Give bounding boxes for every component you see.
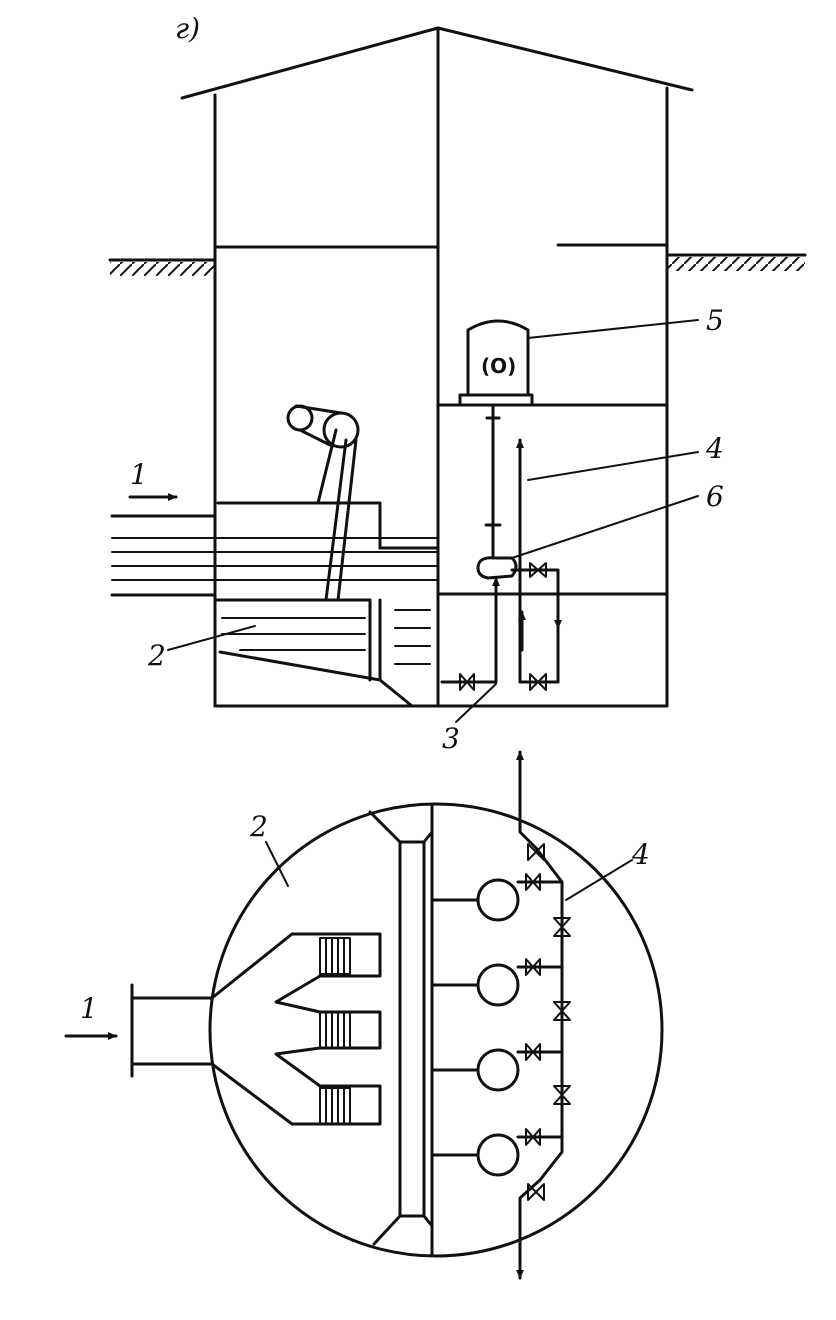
motor-symbol: (O) [481, 354, 516, 378]
leader-4-plan [565, 859, 633, 901]
rake-pulley-large [322, 411, 360, 449]
label-6: 6 [706, 480, 724, 513]
ground-hatch-left [110, 262, 215, 276]
label-1-section: 1 [130, 458, 148, 491]
figure-letter: г) [175, 12, 200, 45]
screen-bars [325, 937, 345, 1125]
pump-1 [430, 873, 564, 922]
rake-belt-bottom [298, 428, 332, 447]
label-4-plan: 4 [631, 838, 650, 871]
discharge-valve-lower [529, 673, 547, 691]
label-5: 5 [706, 304, 724, 337]
screen-2 [319, 1011, 351, 1049]
discharge-manifold [518, 758, 564, 1277]
leader-4 [527, 451, 699, 481]
suction-valve [459, 673, 475, 691]
manifold-valve-3 [553, 1085, 571, 1105]
leader-3 [455, 683, 497, 723]
plan-circle [208, 802, 664, 1258]
manifold-valve-bottom [527, 1183, 545, 1201]
fork-lower-outer [210, 1062, 382, 1126]
collector-channel [398, 840, 426, 1218]
label-3: 3 [442, 722, 460, 755]
collector-bottom [372, 1214, 434, 1246]
discharge-valve-upper [529, 562, 547, 578]
screen-1 [319, 937, 351, 975]
rake-frame-left [316, 428, 338, 505]
rake-belt-top [294, 404, 343, 415]
pump-4 [430, 1128, 564, 1177]
leader-2-plan [265, 841, 289, 887]
motor-body [466, 319, 530, 397]
rake-arm-right [336, 438, 358, 602]
label-2-plan: 2 [249, 810, 268, 843]
pump-body [476, 556, 518, 580]
fork-middle [274, 974, 382, 1088]
plan-view: 1 2 [64, 750, 664, 1280]
leader-6 [511, 495, 699, 559]
manifold-valve-1 [553, 917, 571, 937]
label-1-plan: 1 [80, 992, 98, 1025]
motor-base [458, 393, 534, 407]
sloped-bottom [218, 650, 414, 708]
manifold-valve-top [527, 843, 545, 861]
collector-top [368, 810, 434, 844]
section-view: г) [108, 12, 807, 755]
leader-2 [167, 625, 256, 651]
leader-5 [527, 319, 699, 339]
screen-platform [216, 501, 382, 550]
fork-upper-outer [210, 932, 382, 1000]
label-4-section: 4 [705, 432, 724, 465]
manifold-valve-2 [553, 1001, 571, 1021]
rake-arm-left [324, 438, 348, 602]
screen-3 [319, 1087, 351, 1125]
rake-pulley-small [286, 404, 314, 432]
ground-hatch-right [667, 257, 805, 271]
label-2-section: 2 [147, 639, 166, 672]
pump-3 [430, 1043, 564, 1092]
pump-2 [430, 958, 564, 1007]
